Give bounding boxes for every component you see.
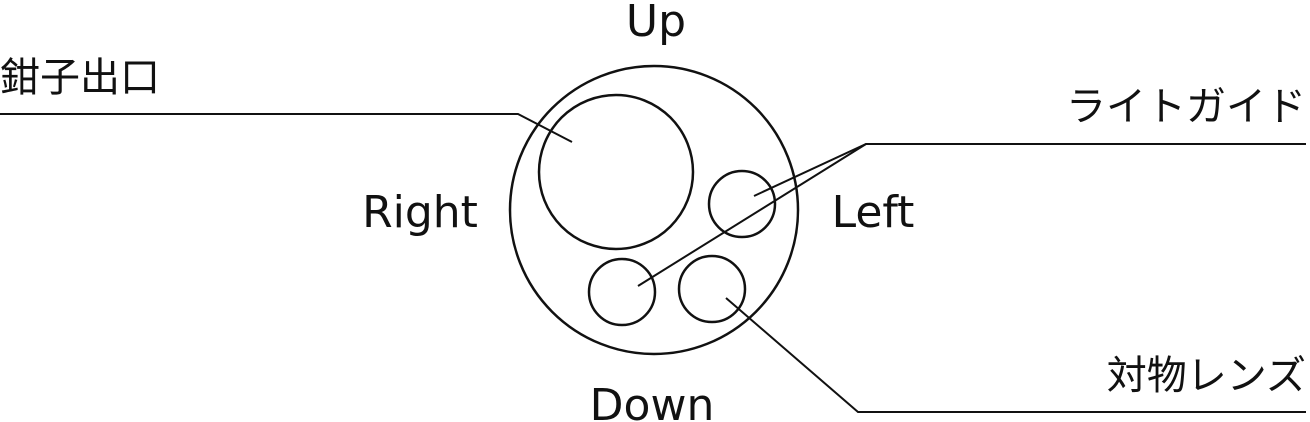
light-guide-circle-upper: [707, 169, 777, 239]
objective-lens-leader: [725, 297, 1306, 413]
endoscope-tip-outline: [508, 64, 800, 356]
forceps-outlet-leader: [0, 113, 573, 143]
objective-lens-circle: [677, 254, 747, 324]
forceps-outlet-circle: [537, 93, 695, 251]
direction-label-up: Up: [626, 0, 686, 47]
light-guide-label: ライトガイド: [1066, 84, 1306, 130]
objective-lens-label: 対物レンズ: [1107, 353, 1306, 399]
direction-label-right: Right: [362, 187, 478, 238]
direction-label-down: Down: [590, 380, 715, 422]
direction-label-left: Left: [832, 187, 915, 238]
light-guide-leader-lower: [637, 143, 867, 287]
light-guide-circle-lower: [587, 257, 657, 327]
forceps-outlet-label: 鉗子出口: [0, 55, 160, 101]
